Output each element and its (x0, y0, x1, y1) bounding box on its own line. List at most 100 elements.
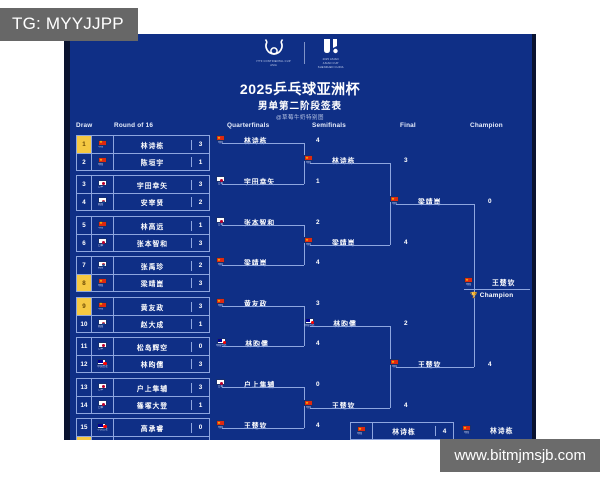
advancing-player[interactable]: 中国台北林昀儒4 (216, 338, 320, 348)
seed-number: 13 (77, 379, 92, 396)
flag-kr: 韩国 (98, 260, 107, 270)
flag-icon (464, 277, 473, 284)
page-title: 2025乒乓球亚洲杯 (239, 81, 361, 97)
bracket-connector (222, 428, 304, 429)
player-name: 高承睿 (114, 422, 192, 433)
page-credit: @草莓牛奶特别图 (275, 115, 325, 121)
seed-number: 14 (77, 397, 92, 413)
round-of-16-row[interactable]: 5中国林高远1 (77, 217, 209, 234)
player-score: 1 (198, 222, 203, 229)
player-flag-cell: 中国 (92, 217, 114, 234)
player-flag-cell: 中国 (92, 298, 114, 315)
round-of-16-row[interactable]: 1中国林诗栋3 (77, 136, 209, 153)
flag-country-label: 中国台北 (304, 324, 314, 328)
flag-country-label: 中国台北 (97, 428, 108, 432)
flag-cn: 中国 (98, 278, 107, 287)
flag-icon (98, 179, 107, 186)
seed-number: 16 (77, 437, 92, 440)
flag-icon (390, 196, 399, 203)
player-flag-cell: 中国 (92, 437, 114, 440)
bracket-connector (310, 326, 390, 327)
flag-icon (98, 400, 107, 407)
bracket-connector (396, 204, 474, 205)
player-score: 1 (198, 401, 203, 409)
flag-cn: 中国 (216, 257, 225, 266)
player-name: 王楚钦 (244, 423, 268, 430)
flag-icon (357, 426, 366, 433)
flag-icon (98, 139, 107, 146)
round-of-16-row[interactable]: 9中国黄友政3 (77, 298, 209, 315)
player-name: 梁靖崑 (418, 199, 442, 206)
player-name: 王楚钦 (332, 403, 356, 410)
flag-icon (304, 318, 314, 325)
bracket-connector (310, 245, 390, 246)
round-of-16-row[interactable]: 2中国陈垣宇1 (77, 153, 209, 170)
seed-number: 7 (77, 257, 92, 274)
round-of-16-row[interactable]: 16中国王楚钦3 (77, 436, 209, 440)
player-score: 3 (198, 279, 203, 287)
flag-country-label: 中国 (217, 140, 224, 144)
player-flag-cell: 中国台北 (92, 419, 114, 436)
flag-cn: 中国 (98, 157, 107, 166)
flag-country-label: 韩国 (98, 324, 104, 328)
player-score: 3 (404, 156, 408, 164)
advancing-player[interactable]: 中国台北林昀儒2 (304, 318, 408, 328)
round-of-16-row[interactable]: 8中国梁靖崑3 (77, 274, 209, 291)
flag-jp: 日本 (98, 179, 107, 189)
player-score: 2 (198, 262, 203, 269)
flag-country-label: 韩国 (98, 266, 104, 270)
flag-country-label: 中国 (98, 145, 104, 149)
player-flag-cell: 中国 (92, 275, 114, 291)
player-score: 2 (316, 218, 320, 226)
flag-country-label: 中国 (217, 425, 224, 429)
bracket-connector (222, 387, 304, 388)
player-score: 3 (192, 437, 209, 440)
player-name: 宇田幸矢 (244, 179, 276, 186)
seed-number: 9 (77, 298, 92, 315)
champion-underline (464, 289, 530, 290)
player-name: 黄友政 (244, 301, 268, 308)
flag-tpe: 中国台北 (97, 359, 108, 368)
round-of-16-pair: 7韩国张禹珍28中国梁靖崑3 (76, 256, 210, 292)
column-header-round-of-16: Round of 16 (114, 122, 154, 129)
player-score: 4 (488, 360, 492, 368)
player-name: 宇田幸矢 (114, 179, 192, 190)
flag-icon (216, 338, 226, 345)
flag-icon (98, 260, 107, 267)
flag-jp: 日本 (216, 217, 225, 226)
seed-number: 4 (77, 194, 92, 210)
flag-cn: 中国 (390, 359, 399, 368)
flag-jp: 日本 (216, 379, 225, 388)
poster-left-edge (64, 34, 70, 440)
column-header-draw: Draw (76, 122, 93, 129)
column-header-champion: Champion (470, 122, 503, 129)
